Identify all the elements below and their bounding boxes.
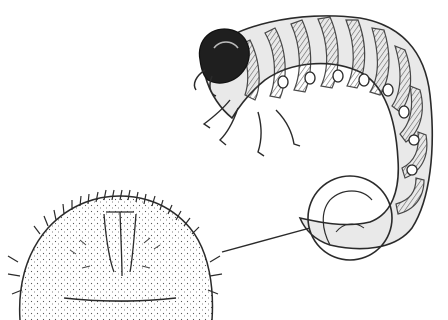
raster-detail-illustration xyxy=(8,190,222,320)
larva-illustration xyxy=(194,16,432,249)
callout-line xyxy=(222,228,310,252)
larva-legs xyxy=(204,100,300,156)
